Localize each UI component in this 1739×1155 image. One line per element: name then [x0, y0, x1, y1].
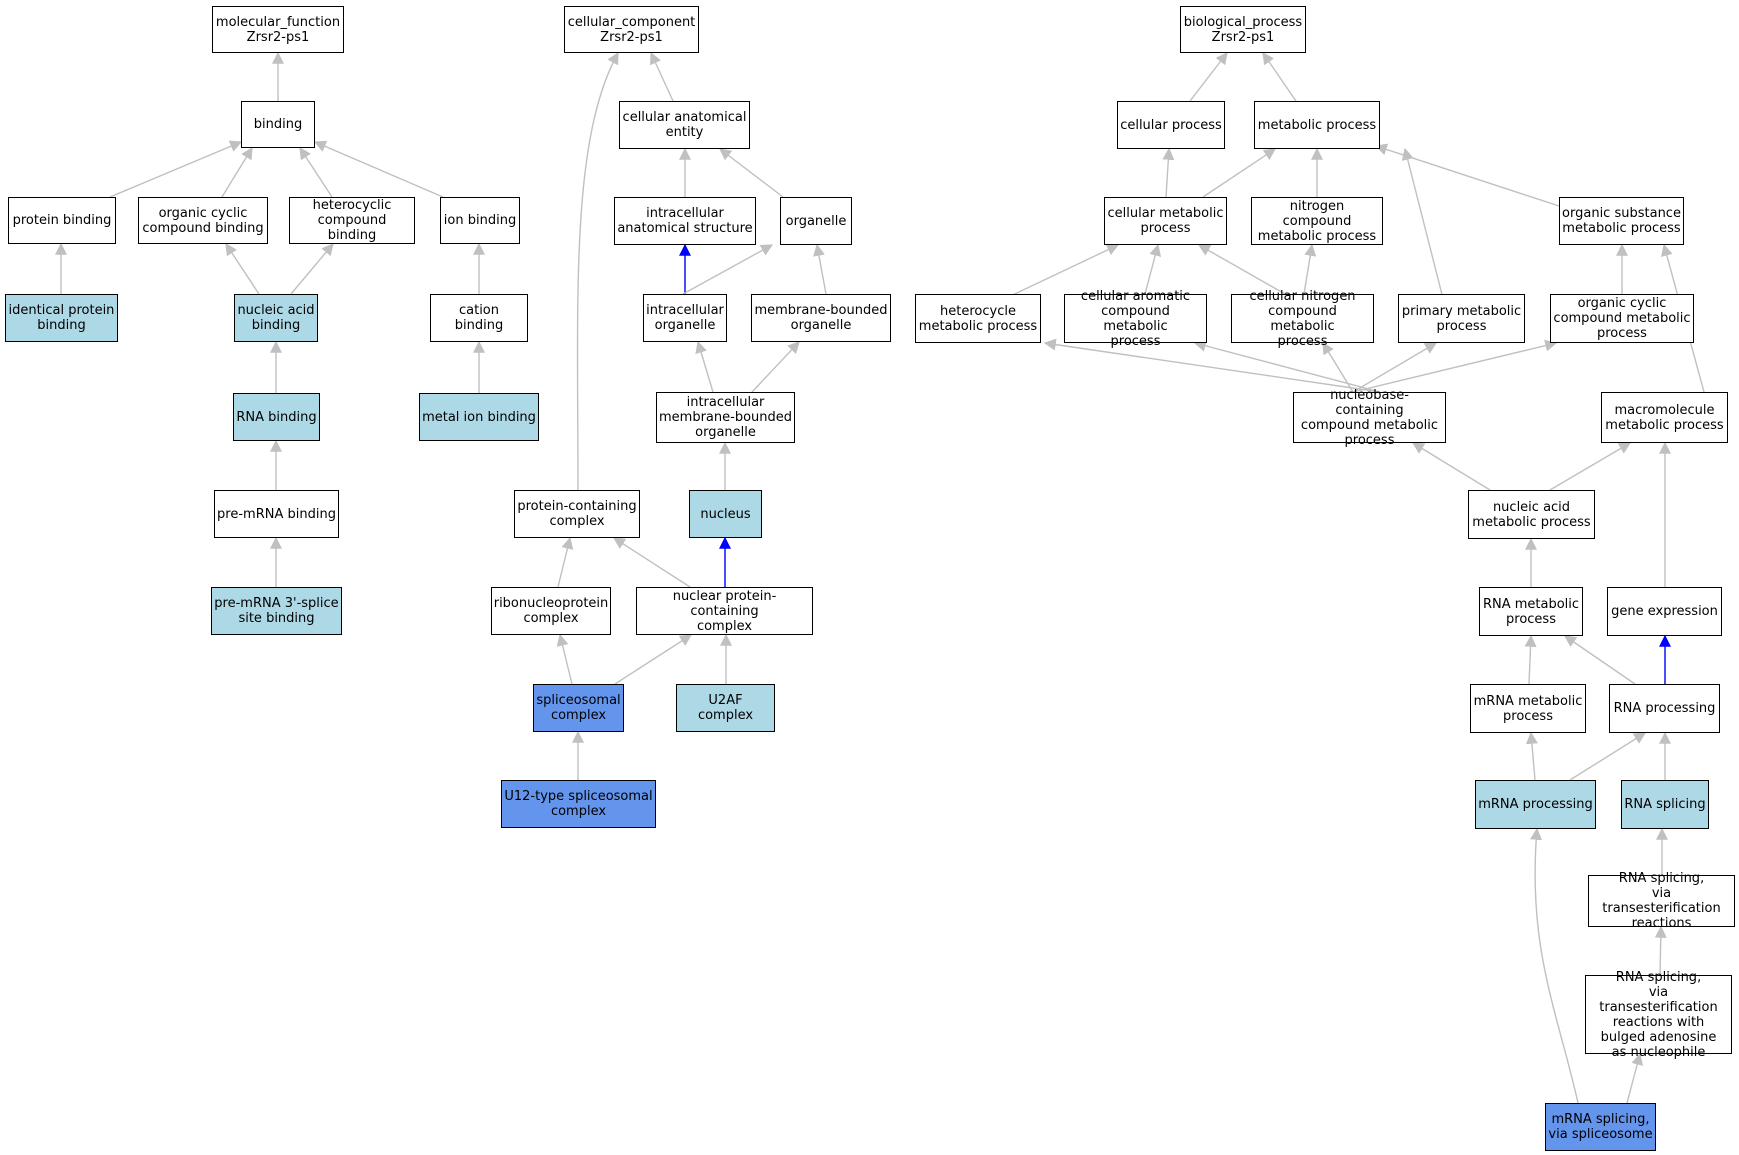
edge-52: [1524, 634, 1537, 685]
edge-3: [299, 146, 333, 198]
node-rna-binding[interactable]: RNA binding: [233, 393, 320, 441]
edge-39: [1144, 243, 1162, 295]
edge-20: [751, 341, 800, 393]
node-nucleic-acid-binding[interactable]: nucleic acid binding: [234, 294, 318, 342]
edge-26: [556, 633, 573, 685]
node-spliceosomal-complex[interactable]: spliceosomal complex: [533, 684, 624, 732]
edge-30: [1189, 52, 1228, 102]
node-nucleus[interactable]: nucleus: [689, 490, 762, 538]
node-nuclear-protein-containing-complex[interactable]: nuclear protein-containing complex: [636, 587, 813, 635]
edge-18: [813, 243, 827, 295]
edge-44: [1322, 341, 1354, 393]
node-metabolic-process[interactable]: metabolic process: [1254, 101, 1380, 149]
node-nucleic-acid-metabolic-process[interactable]: nucleic acid metabolic process: [1468, 490, 1595, 539]
edge-protein-containing-complex-to-cc-root: [576, 51, 619, 491]
node-heterocyclic-compound-binding[interactable]: heterocyclic compound binding: [289, 197, 415, 244]
node-primary-metabolic-process[interactable]: primary metabolic process: [1398, 294, 1525, 343]
edge-42: [1043, 338, 1381, 393]
node-organic-cyclic-compound-binding[interactable]: organic cyclic compound binding: [138, 197, 268, 244]
edge-32: [1162, 147, 1175, 198]
node-cellular-component-root[interactable]: cellular_component Zrsr2-ps1: [564, 6, 699, 53]
edge-56: [1569, 732, 1647, 781]
edge-35: [1374, 143, 1560, 207]
node-rna-splicing[interactable]: RNA splicing: [1621, 780, 1709, 829]
node-cellular-aromatic-compound-metabolic-process[interactable]: cellular aromatic compound metabolic pro…: [1064, 289, 1207, 349]
node-cation-binding[interactable]: cation binding: [430, 294, 528, 342]
node-intracellular-membrane-bounded-organelle[interactable]: intracellular membrane-bounded organelle: [656, 392, 795, 443]
edge-1: [109, 140, 243, 198]
edge-48: [1411, 442, 1491, 491]
edge-43: [1193, 339, 1381, 393]
node-mrna-splicing-via-spliceosome[interactable]: mRNA splicing, via spliceosome: [1545, 1103, 1656, 1151]
edge-23: [557, 536, 574, 588]
node-gene-expression[interactable]: gene expression: [1607, 587, 1722, 636]
edge-55: [1525, 731, 1538, 781]
node-organelle[interactable]: organelle: [780, 197, 852, 245]
edge-46: [1352, 339, 1558, 393]
edge-61: [1530, 827, 1579, 1104]
edge-15: [719, 148, 784, 198]
edge-27: [614, 634, 693, 685]
node-mrna-metabolic-process[interactable]: mRNA metabolic process: [1470, 684, 1586, 733]
node-rna-processing[interactable]: RNA processing: [1609, 684, 1720, 733]
node-identical-protein-binding[interactable]: identical protein binding: [5, 294, 118, 342]
edge-13: [650, 51, 674, 102]
node-membrane-bounded-organelle[interactable]: membrane-bounded organelle: [751, 294, 891, 342]
node-metal-ion-binding[interactable]: metal ion binding: [419, 393, 539, 441]
node-heterocycle-metabolic-process[interactable]: heterocycle metabolic process: [915, 294, 1041, 343]
edge-45: [1352, 342, 1438, 393]
edge-40: [1197, 244, 1286, 295]
node-protein-containing-complex[interactable]: protein-containing complex: [514, 490, 640, 538]
edge-24: [612, 537, 691, 588]
node-ion-binding[interactable]: ion binding: [440, 197, 520, 244]
node-intracellular-organelle[interactable]: intracellular organelle: [643, 294, 727, 342]
edge-6: [225, 242, 260, 295]
node-rna-metabolic-process[interactable]: RNA metabolic process: [1479, 587, 1583, 636]
node-biological-process-root[interactable]: biological_process Zrsr2-ps1: [1180, 6, 1306, 53]
edge-2: [221, 146, 253, 198]
node-rna-splicing-bulged-adenosine[interactable]: RNA splicing, via transesterification re…: [1585, 970, 1732, 1060]
node-protein-binding[interactable]: protein binding: [8, 197, 116, 244]
edge-60: [1626, 1052, 1644, 1104]
node-pre-mrna-3-splice-site-binding[interactable]: pre-mRNA 3'-splice site binding: [211, 587, 342, 635]
edge-19: [695, 340, 714, 393]
node-pre-mrna-binding[interactable]: pre-mRNA binding: [214, 490, 339, 538]
edge-53: [1564, 635, 1636, 685]
node-rna-splicing-via-transesterification[interactable]: RNA splicing, via transesterification re…: [1588, 871, 1735, 931]
edge-59: [1654, 925, 1667, 976]
node-cellular-nitrogen-compound-metabolic-process[interactable]: cellular nitrogen compound metabolic pro…: [1231, 289, 1374, 349]
edge-31: [1262, 52, 1297, 102]
node-u2af-complex[interactable]: U2AF complex: [676, 684, 775, 732]
node-intracellular-anatomical-structure[interactable]: intracellular anatomical structure: [614, 197, 756, 245]
node-binding[interactable]: binding: [241, 101, 315, 148]
edge-17: [682, 244, 774, 295]
node-organic-cyclic-compound-metabolic-process[interactable]: organic cyclic compound metabolic proces…: [1550, 294, 1694, 343]
node-molecular-function-root[interactable]: molecular_function Zrsr2-ps1: [212, 6, 344, 53]
edge-41: [1303, 243, 1317, 295]
edge-7: [290, 243, 334, 295]
edge-33: [1202, 148, 1276, 198]
edge-38: [999, 244, 1120, 302]
node-cellular-process[interactable]: cellular process: [1117, 101, 1225, 149]
edge-49: [1549, 442, 1632, 491]
edge-4: [313, 140, 444, 198]
node-cellular-anatomical-entity[interactable]: cellular anatomical entity: [619, 101, 750, 149]
node-mrna-processing[interactable]: mRNA processing: [1475, 780, 1596, 829]
node-ribonucleoprotein-complex[interactable]: ribonucleoprotein complex: [491, 587, 611, 635]
node-organic-substance-metabolic-process[interactable]: organic substance metabolic process: [1559, 197, 1684, 245]
node-macromolecule-metabolic-process[interactable]: macromolecule metabolic process: [1601, 392, 1728, 443]
node-nucleobase-containing-compound-metabolic-process[interactable]: nucleobase-containing compound metabolic…: [1293, 388, 1446, 448]
node-cellular-metabolic-process[interactable]: cellular metabolic process: [1104, 197, 1227, 245]
node-nitrogen-compound-metabolic-process[interactable]: nitrogen compound metabolic process: [1251, 197, 1383, 245]
node-u12-type-spliceosomal-complex[interactable]: U12-type spliceosomal complex: [501, 780, 656, 828]
